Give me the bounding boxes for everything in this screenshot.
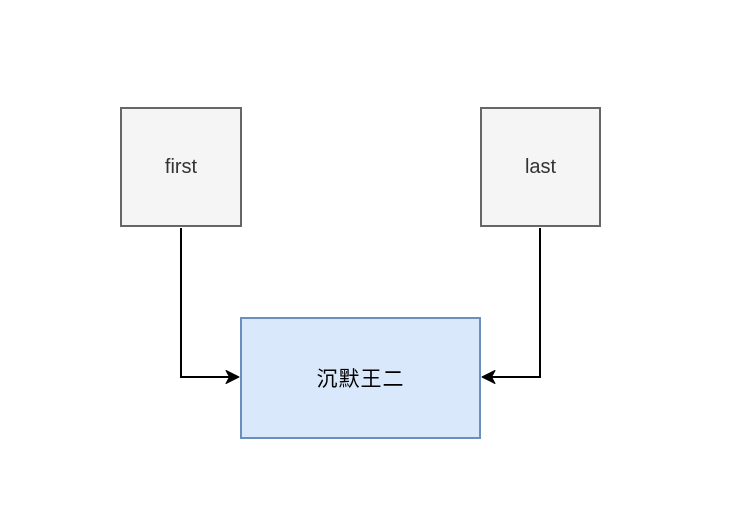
node-target: 沉默王二 <box>240 317 481 439</box>
node-target-label: 沉默王二 <box>316 368 405 391</box>
node-last-label: last <box>524 155 557 178</box>
arrowhead-left-icon <box>481 370 496 384</box>
node-last: last <box>480 107 601 227</box>
connector-first-to-target <box>180 228 229 378</box>
node-first: first <box>120 107 242 227</box>
connector-last-to-target <box>492 228 541 378</box>
arrowhead-right-icon <box>225 370 240 384</box>
node-first-label: first <box>164 155 198 178</box>
